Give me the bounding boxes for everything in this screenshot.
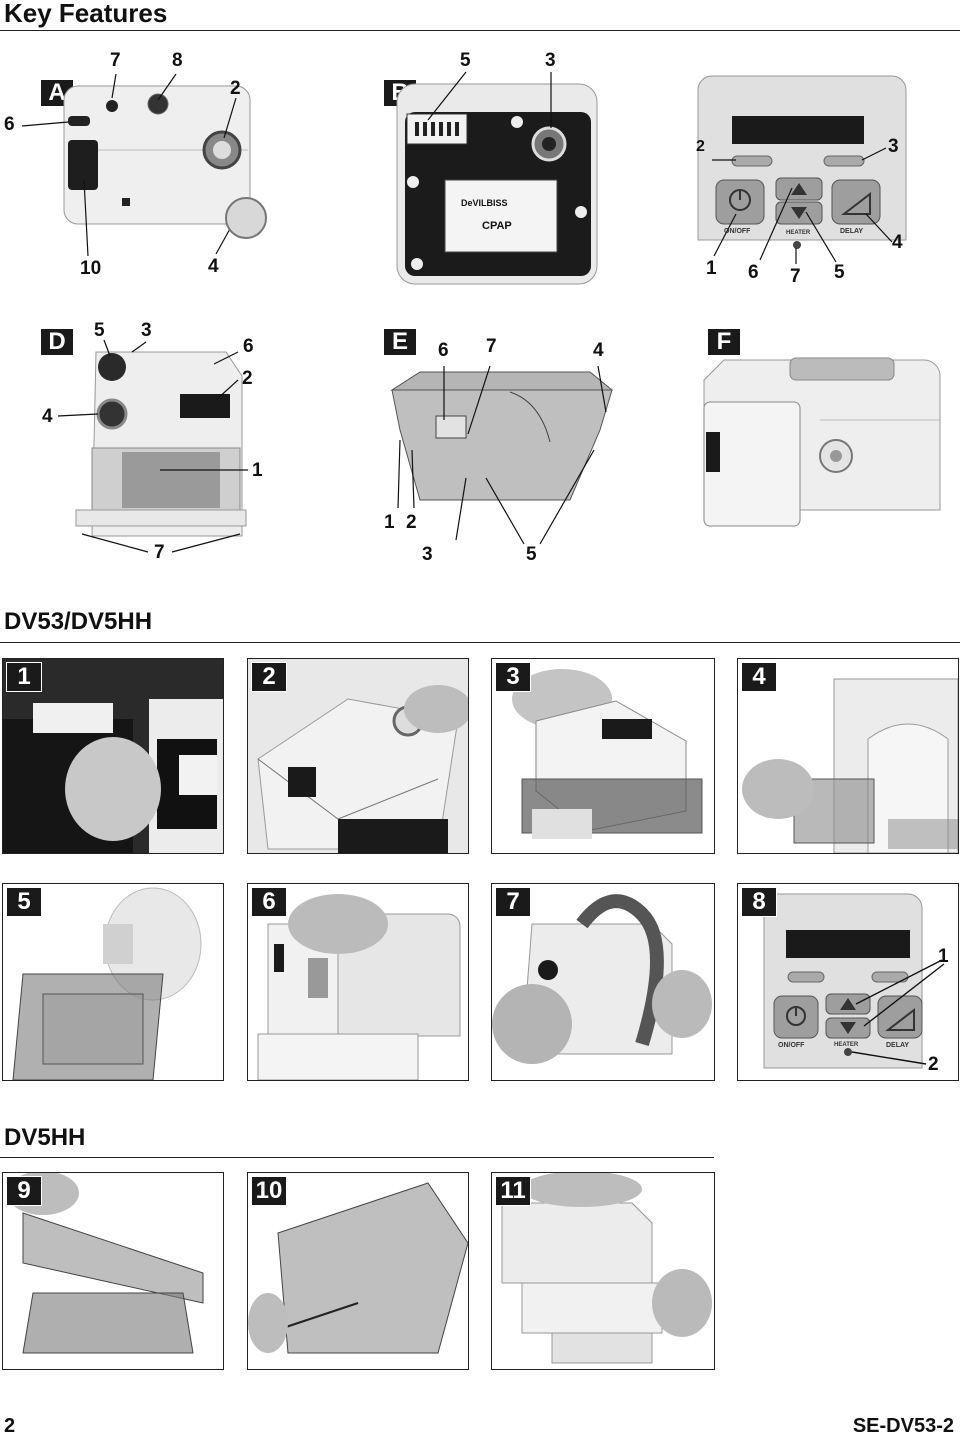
title-rule <box>0 30 960 31</box>
callout: 3 <box>141 320 152 341</box>
heater-label: HEATER <box>834 1042 859 1048</box>
panel-letter: D <box>40 328 74 356</box>
step-frame: 1 <box>2 658 224 854</box>
step-5-photo <box>12 887 202 1080</box>
label-brand: DeVILBISS <box>461 198 508 208</box>
step-frame: 4 <box>737 658 959 854</box>
step-4-photo <box>742 678 958 853</box>
callout: 10 <box>80 258 102 279</box>
callout: 1 <box>706 258 717 279</box>
section-title: DV5HH <box>4 1124 86 1151</box>
step-11-photo <box>501 1173 712 1364</box>
panel-letter: E <box>383 328 417 356</box>
callout: 6 <box>748 262 759 283</box>
callout: 8 <box>172 50 183 71</box>
panel-b-leaders <box>427 71 552 128</box>
step-badge: 9 <box>6 1176 42 1206</box>
callout: 6 <box>438 340 449 361</box>
humidifier-side-illustration <box>57 339 248 553</box>
label-product: CPAP <box>482 220 512 232</box>
step-badge: 3 <box>495 662 531 692</box>
control-panel-illustration <box>697 75 907 264</box>
step-3-photo <box>512 669 703 839</box>
callout: 5 <box>460 50 471 71</box>
callout: 1 <box>938 946 949 967</box>
step-8-control-panel <box>763 893 945 1069</box>
callout: 4 <box>892 232 903 253</box>
section-title: DV53/DV5HH <box>4 608 153 635</box>
step-badge: 6 <box>251 887 287 917</box>
heater-label: HEATER <box>786 230 811 236</box>
water-tank-illustration <box>390 365 614 545</box>
cpap-bottom-illustration <box>396 83 598 285</box>
step-6-photo <box>257 894 461 1080</box>
callout: 1 <box>384 512 395 533</box>
step-9-photo <box>7 1173 204 1354</box>
step-frame: 6 <box>247 883 469 1081</box>
onoff-label: ON/OFF <box>778 1042 805 1049</box>
callout: 7 <box>790 266 801 287</box>
step-10-photo <box>248 1182 468 1354</box>
cpap-bottom-photo <box>393 78 603 288</box>
page-title: Key Features <box>4 0 168 28</box>
callout: 3 <box>888 136 899 157</box>
step-frame: ON/OFF HEATER DELAY 1 2 8 <box>737 883 959 1081</box>
step-badge: 2 <box>251 662 287 692</box>
panel-a-leaders <box>21 73 267 257</box>
document-code: SE-DV53-2 <box>852 1415 954 1437</box>
step-frame: 7 <box>491 883 715 1081</box>
step-badge: 11 <box>495 1176 531 1206</box>
callout: 7 <box>486 336 497 357</box>
callout: 7 <box>154 542 165 563</box>
callout: 2 <box>242 368 253 389</box>
step-1-photo <box>3 699 223 853</box>
callout: 2 <box>928 1054 939 1075</box>
callout: 5 <box>94 320 105 341</box>
callout: 2 <box>230 78 241 99</box>
step-frame: 2 <box>247 658 469 854</box>
cpap-humidifier-photo <box>703 357 941 527</box>
callout: 3 <box>545 50 556 71</box>
section-rule <box>0 642 960 643</box>
step-badge: 4 <box>741 662 777 692</box>
callout: 4 <box>42 406 53 427</box>
callout: 4 <box>593 340 604 361</box>
step-badge: 1 <box>6 662 42 692</box>
step-2-photo <box>257 685 468 853</box>
step-badge: 7 <box>495 887 531 917</box>
callout: 4 <box>208 256 219 277</box>
step-frame: 5 <box>2 883 224 1081</box>
onoff-label: ON/OFF <box>724 228 751 235</box>
step-frame: 3 <box>491 658 715 854</box>
callout: 3 <box>422 544 433 565</box>
step-badge: 10 <box>251 1176 287 1206</box>
callout: 6 <box>4 114 15 135</box>
delay-label: DELAY <box>886 1042 910 1049</box>
callout: 2 <box>696 138 705 155</box>
callout: 2 <box>406 512 417 533</box>
callout: 5 <box>526 544 537 565</box>
cpap-rear-illustration <box>63 85 251 225</box>
cpap-rear-photo <box>62 80 262 230</box>
panel-letter: F <box>707 328 741 356</box>
step-badge: 5 <box>6 887 42 917</box>
callout: 7 <box>110 50 121 71</box>
step-7-photo <box>492 894 712 1064</box>
callout: 5 <box>834 262 845 283</box>
callout: 1 <box>252 460 263 481</box>
step-frame: 9 <box>2 1172 224 1370</box>
page-number: 2 <box>4 1415 16 1437</box>
step-frame: 11 <box>491 1172 715 1370</box>
callout: 6 <box>243 336 254 357</box>
section-rule <box>0 1157 714 1158</box>
step-badge: 8 <box>741 887 777 917</box>
step-frame: 10 <box>247 1172 469 1370</box>
delay-label: DELAY <box>840 228 864 235</box>
